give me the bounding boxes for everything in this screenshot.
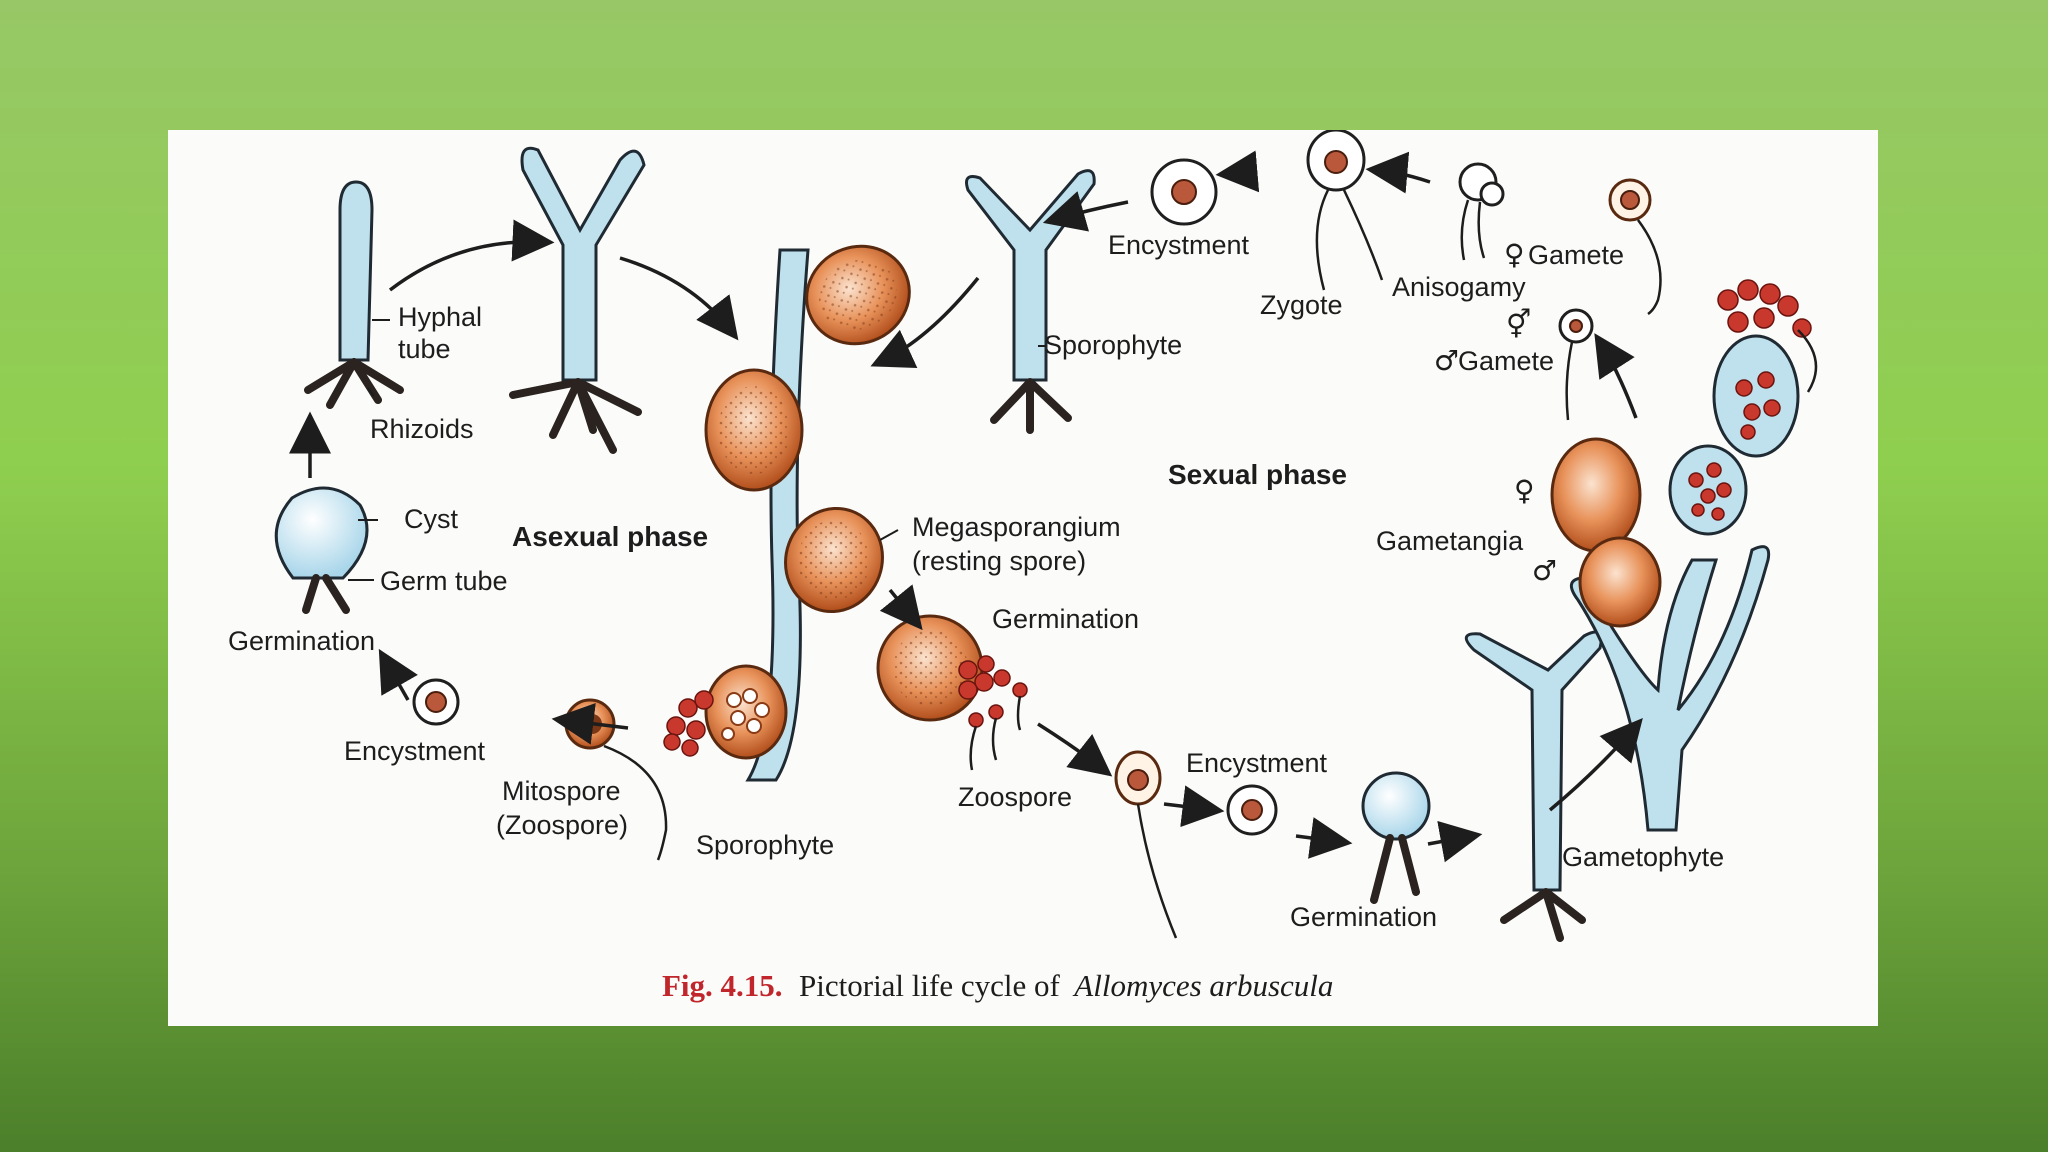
cycle-arrows xyxy=(289,150,1643,863)
hyphal-tube-stage xyxy=(304,180,404,409)
label-rhizoids: Rhizoids xyxy=(370,414,474,444)
label-gametangia: Gametangia xyxy=(1376,526,1524,556)
caption-fig-number: Fig. 4.15. xyxy=(662,968,783,1003)
label-resting-spore: (resting spore) xyxy=(912,546,1086,576)
encysted-spore-left xyxy=(412,678,460,726)
germinating-cyst-bottom xyxy=(1361,771,1431,904)
female-symbol-gamete: ♀ xyxy=(1504,238,1525,271)
label-female-gamete: Gamete xyxy=(1528,240,1624,270)
encysted-zygote-top xyxy=(1150,158,1218,226)
life-cycle-diagram: Hyphal tube Rhizoids Cyst Germ tube Germ… xyxy=(228,130,1818,1003)
hermaphrodite-symbol: ⚥ xyxy=(1506,308,1531,341)
caption-text: Pictorial life cycle of xyxy=(799,968,1060,1003)
zoospore-mid xyxy=(1114,750,1178,939)
label-zoospore-paren: (Zoospore) xyxy=(496,810,628,840)
mature-sporophyte xyxy=(663,244,911,782)
female-symbol-gametangia: ♀ xyxy=(1514,474,1535,507)
figure-caption: Fig. 4.15. Pictorial life cycle of Allom… xyxy=(662,968,1333,1003)
label-zoospore: Zoospore xyxy=(958,782,1072,812)
figure-panel: Hyphal tube Rhizoids Cyst Germ tube Germ… xyxy=(168,130,1878,1026)
label-encystment-top: Encystment xyxy=(1108,230,1250,260)
label-sexual-phase: Sexual phase xyxy=(1168,459,1347,490)
female-gamete-cell xyxy=(1608,178,1662,316)
leader-lines xyxy=(348,319,1046,581)
label-sporophyte-top: Sporophyte xyxy=(1044,330,1182,360)
male-symbol-gametangia: ♂ xyxy=(1532,554,1557,587)
male-symbol-gamete: ♂ xyxy=(1434,344,1459,377)
label-mitospore: Mitospore xyxy=(502,776,621,806)
label-tube: tube xyxy=(398,334,451,364)
zygote xyxy=(1306,130,1384,291)
label-sporophyte-bottom: Sporophyte xyxy=(696,830,834,860)
label-cyst: Cyst xyxy=(404,504,458,534)
label-encystment-mid: Encystment xyxy=(1186,748,1328,778)
label-megasporangium: Megasporangium xyxy=(912,512,1121,542)
cyst-stage xyxy=(274,486,369,614)
label-gametophyte: Gametophyte xyxy=(1562,842,1724,872)
germinating-megasporangium xyxy=(876,614,1028,771)
label-germination-bottom: Germination xyxy=(1290,902,1437,932)
label-hyphal: Hyphal xyxy=(398,302,482,332)
male-gamete-cell xyxy=(1558,308,1594,421)
label-male-gamete: Gamete xyxy=(1458,346,1554,376)
anisogamy-gametes xyxy=(1458,162,1505,261)
mature-gametophyte xyxy=(1550,279,1818,832)
caption-line: Fig. 4.15. Pictorial life cycle of Allom… xyxy=(662,968,1333,1003)
label-germination-left: Germination xyxy=(228,626,375,656)
top-sporophyte xyxy=(965,169,1096,434)
young-sporophyte-stage xyxy=(509,146,646,454)
diagram-labels: Hyphal tube Rhizoids Cyst Germ tube Germ… xyxy=(228,230,1724,932)
caption-species: Allomyces arbuscula xyxy=(1072,968,1333,1003)
label-asexual-phase: Asexual phase xyxy=(512,521,708,552)
label-germ-tube: Germ tube xyxy=(380,566,508,596)
label-zygote: Zygote xyxy=(1260,290,1343,320)
young-gametophyte xyxy=(1464,630,1603,942)
label-encystment-left: Encystment xyxy=(344,736,486,766)
label-anisogamy: Anisogamy xyxy=(1392,272,1526,302)
encysted-spore-mid xyxy=(1226,784,1278,836)
label-germination-mid: Germination xyxy=(992,604,1139,634)
